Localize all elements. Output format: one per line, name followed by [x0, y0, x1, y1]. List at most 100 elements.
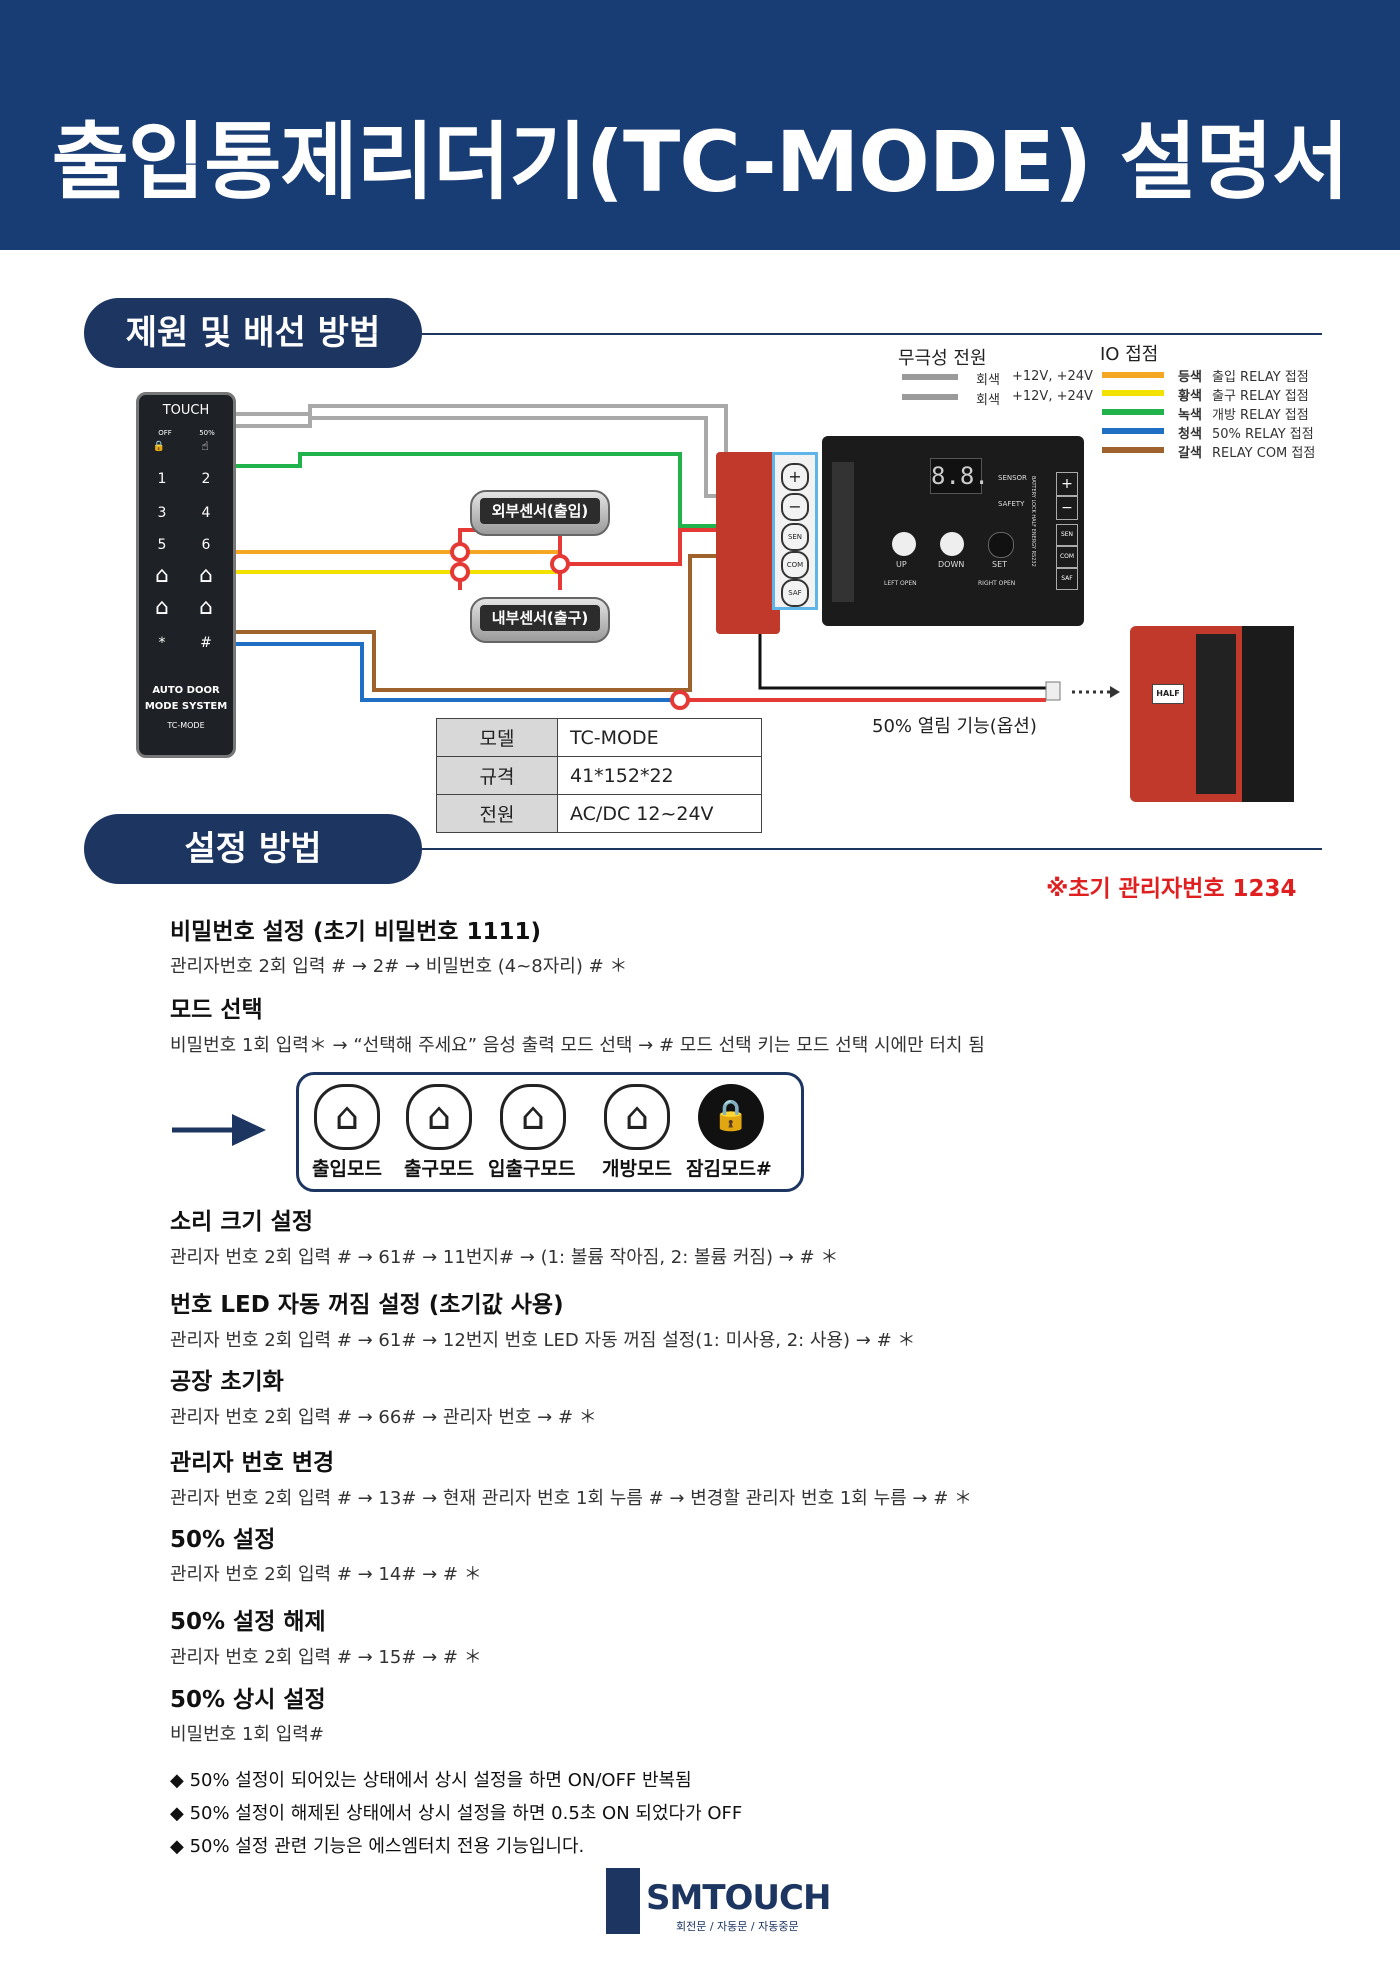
- side-com: COM: [1056, 546, 1078, 568]
- setting-body: 관리자 번호 2회 입력 # → 15# → # ＊: [170, 1647, 482, 1668]
- spec-key: 규격: [436, 756, 558, 795]
- module-terminals: [1196, 634, 1236, 794]
- house-icon[interactable]: ⌂: [155, 563, 169, 588]
- junction: [450, 542, 470, 562]
- keypad-off: OFF: [158, 429, 172, 437]
- io-color-2: 황색: [1178, 389, 1202, 404]
- setting-body: 관리자 번호 2회 입력 # → 14# → # ＊: [170, 1564, 482, 1585]
- down-label: DOWN: [938, 560, 965, 569]
- minus-terminal: −: [1056, 496, 1078, 520]
- sensor-outer: 외부센서(출입): [470, 490, 610, 536]
- key-star[interactable]: *: [158, 635, 166, 651]
- io-desc-5: RELAY COM 접점: [1212, 446, 1316, 461]
- io-swatch-yellow: [1102, 390, 1164, 396]
- logo-text: SMTOUCH: [646, 1878, 831, 1918]
- keypad-brand: TOUCH: [162, 403, 210, 418]
- admin-note: ※초기 관리자번호 1234: [1046, 876, 1297, 902]
- keypad-device: TOUCH OFF 50% 🔒 ☝ 1 2 3 4 5 6 ⌂ ⌂ ⌂ ⌂ * …: [136, 392, 236, 758]
- module-body: [1242, 626, 1294, 802]
- io-title: IO 접점: [1100, 344, 1159, 365]
- io-color-5: 갈색: [1178, 446, 1202, 461]
- io-swatch-orange: [1102, 372, 1164, 378]
- logo-subtitle: 회전문 / 자동문 / 자동중문: [676, 1920, 799, 1933]
- sensor-text: SENSOR: [998, 474, 1027, 482]
- logo-mark: [606, 1868, 640, 1934]
- spec-value: 41*152*22: [557, 756, 762, 795]
- io-desc-1: 출입 RELAY 접점: [1212, 370, 1309, 385]
- right-open-label: RIGHT OPEN: [978, 580, 1016, 587]
- setting-heading: 50% 상시 설정: [170, 1687, 326, 1713]
- entry-mode-icon[interactable]: ⌂: [314, 1084, 380, 1150]
- exit-mode-icon[interactable]: ⌂: [406, 1084, 472, 1150]
- half-plug: [1045, 681, 1061, 701]
- arrow-head: [1110, 686, 1120, 698]
- setting-heading: 공장 초기화: [170, 1369, 284, 1395]
- mode-label-entry: 출입모드: [312, 1158, 382, 1180]
- power-color-1: 회색: [976, 373, 1000, 388]
- mode-label-open: 개방모드: [602, 1158, 672, 1180]
- lock-mode-icon[interactable]: 🔒: [698, 1084, 764, 1150]
- down-button[interactable]: [940, 532, 964, 556]
- key-6[interactable]: 6: [201, 537, 211, 553]
- house-icon[interactable]: ⌂: [155, 595, 169, 620]
- setting-heading: 50% 설정 해제: [170, 1609, 326, 1635]
- arrow-right-icon: [172, 1114, 266, 1146]
- spec-value: TC-MODE: [557, 718, 762, 757]
- key-4[interactable]: 4: [201, 505, 211, 521]
- terminal-minus: −: [781, 493, 809, 521]
- section-setup-title: 설정 방법: [84, 814, 422, 884]
- key-5[interactable]: 5: [157, 537, 167, 553]
- left-open-label: LEFT OPEN: [884, 580, 917, 587]
- setting-body: 관리자 번호 2회 입력 # → 61# → 12번지 번호 LED 자동 꺼짐…: [170, 1330, 916, 1351]
- key-1[interactable]: 1: [157, 471, 167, 487]
- junction: [670, 690, 690, 710]
- setting-body: 관리자 번호 2회 입력 # → 61# → 11번지# → (1: 볼륨 작아…: [170, 1247, 839, 1268]
- setting-body: 관리자번호 2회 입력 # → 2# → 비밀번호 (4~8자리) # ＊: [170, 956, 628, 977]
- setting-body: 관리자 번호 2회 입력 # → 66# → 관리자 번호 → # ＊: [170, 1407, 597, 1428]
- io-swatch-brown: [1102, 447, 1164, 453]
- house-icon[interactable]: ⌂: [199, 595, 213, 620]
- side-sen: SEN: [1056, 524, 1078, 546]
- terminal-plus: +: [781, 463, 809, 491]
- setting-heading: 관리자 번호 변경: [170, 1450, 335, 1476]
- key-3[interactable]: 3: [157, 505, 167, 521]
- terminal-sen: SEN: [781, 523, 809, 551]
- setting-heading: 번호 LED 자동 꺼짐 설정 (초기값 사용): [170, 1292, 564, 1318]
- power-wire-swatch: [902, 374, 958, 380]
- keypad-half: 50%: [199, 429, 215, 437]
- entry-exit-mode-icon[interactable]: ⌂: [500, 1084, 566, 1150]
- setting-body: 비밀번호 1회 입력#: [170, 1724, 324, 1745]
- set-button[interactable]: [988, 532, 1014, 558]
- plus-terminal: +: [1056, 472, 1078, 496]
- io-desc-3: 개방 RELAY 접점: [1212, 408, 1309, 423]
- terminal-board: [716, 452, 780, 634]
- key-2[interactable]: 2: [201, 471, 211, 487]
- wire-blue: [230, 642, 680, 702]
- junction: [550, 554, 570, 574]
- io-swatch-blue: [1102, 428, 1164, 434]
- screw-terminals: [832, 462, 854, 602]
- power-color-2: 회색: [976, 393, 1000, 408]
- open-mode-icon[interactable]: ⌂: [604, 1084, 670, 1150]
- half-label: HALF: [1152, 684, 1184, 704]
- wire-green: [230, 452, 780, 528]
- keypad-footer-3: TC-MODE: [167, 721, 205, 730]
- io-color-1: 등색: [1178, 370, 1202, 385]
- up-button[interactable]: [892, 532, 916, 556]
- header-banner: [0, 0, 1400, 250]
- note-2: ◆ 50% 설정이 해제된 상태에서 상시 설정을 하면 0.5초 ON 되었다…: [170, 1803, 743, 1824]
- terminal-block: + − SEN COM SAF: [772, 452, 818, 610]
- power-spec-1: +12V, +24V: [1012, 369, 1093, 384]
- spec-key: 전원: [436, 794, 558, 833]
- io-color-3: 녹색: [1178, 408, 1202, 423]
- house-icon[interactable]: ⌂: [199, 563, 213, 588]
- note-3: ◆ 50% 설정 관련 기능은 에스엠터치 전용 기능입니다.: [170, 1836, 585, 1857]
- safety-text: SAFETY: [998, 500, 1025, 508]
- setting-heading: 비밀번호 설정 (초기 비밀번호 1111): [170, 919, 541, 945]
- divider: [422, 333, 1322, 335]
- io-desc-2: 출구 RELAY 접점: [1212, 389, 1309, 404]
- keypad-footer-1: AUTO DOOR: [152, 685, 220, 696]
- key-hash[interactable]: #: [200, 635, 212, 651]
